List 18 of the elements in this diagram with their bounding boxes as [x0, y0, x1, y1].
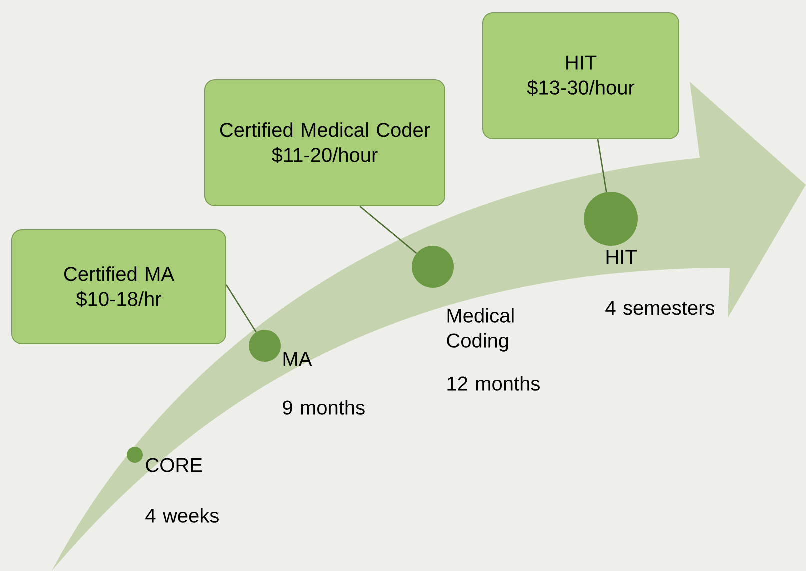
duration-label: 4 semesters — [606, 301, 714, 316]
leader-line — [597, 139, 608, 192]
stage-label: CORE — [146, 458, 202, 472]
callout-box: Certified MA $10-18/hr — [12, 230, 226, 344]
stage-label: Medical Coding — [447, 308, 514, 352]
stage-label: HIT — [606, 250, 637, 264]
callout-box: HIT $13-30/hour — [482, 12, 680, 140]
milestone-dot — [412, 246, 454, 288]
milestone-dot — [249, 330, 281, 362]
leader-line — [226, 284, 257, 333]
stage-label: MA — [284, 352, 312, 366]
milestone-dot — [584, 192, 638, 246]
duration-label: 4 weeks — [146, 508, 219, 523]
leader-line — [360, 206, 418, 254]
duration-label: 9 months — [283, 400, 365, 415]
duration-label: 12 months — [448, 376, 540, 391]
callout-box: Certified Medical Coder $11-20/hour — [204, 80, 446, 206]
milestone-dot — [127, 447, 143, 463]
